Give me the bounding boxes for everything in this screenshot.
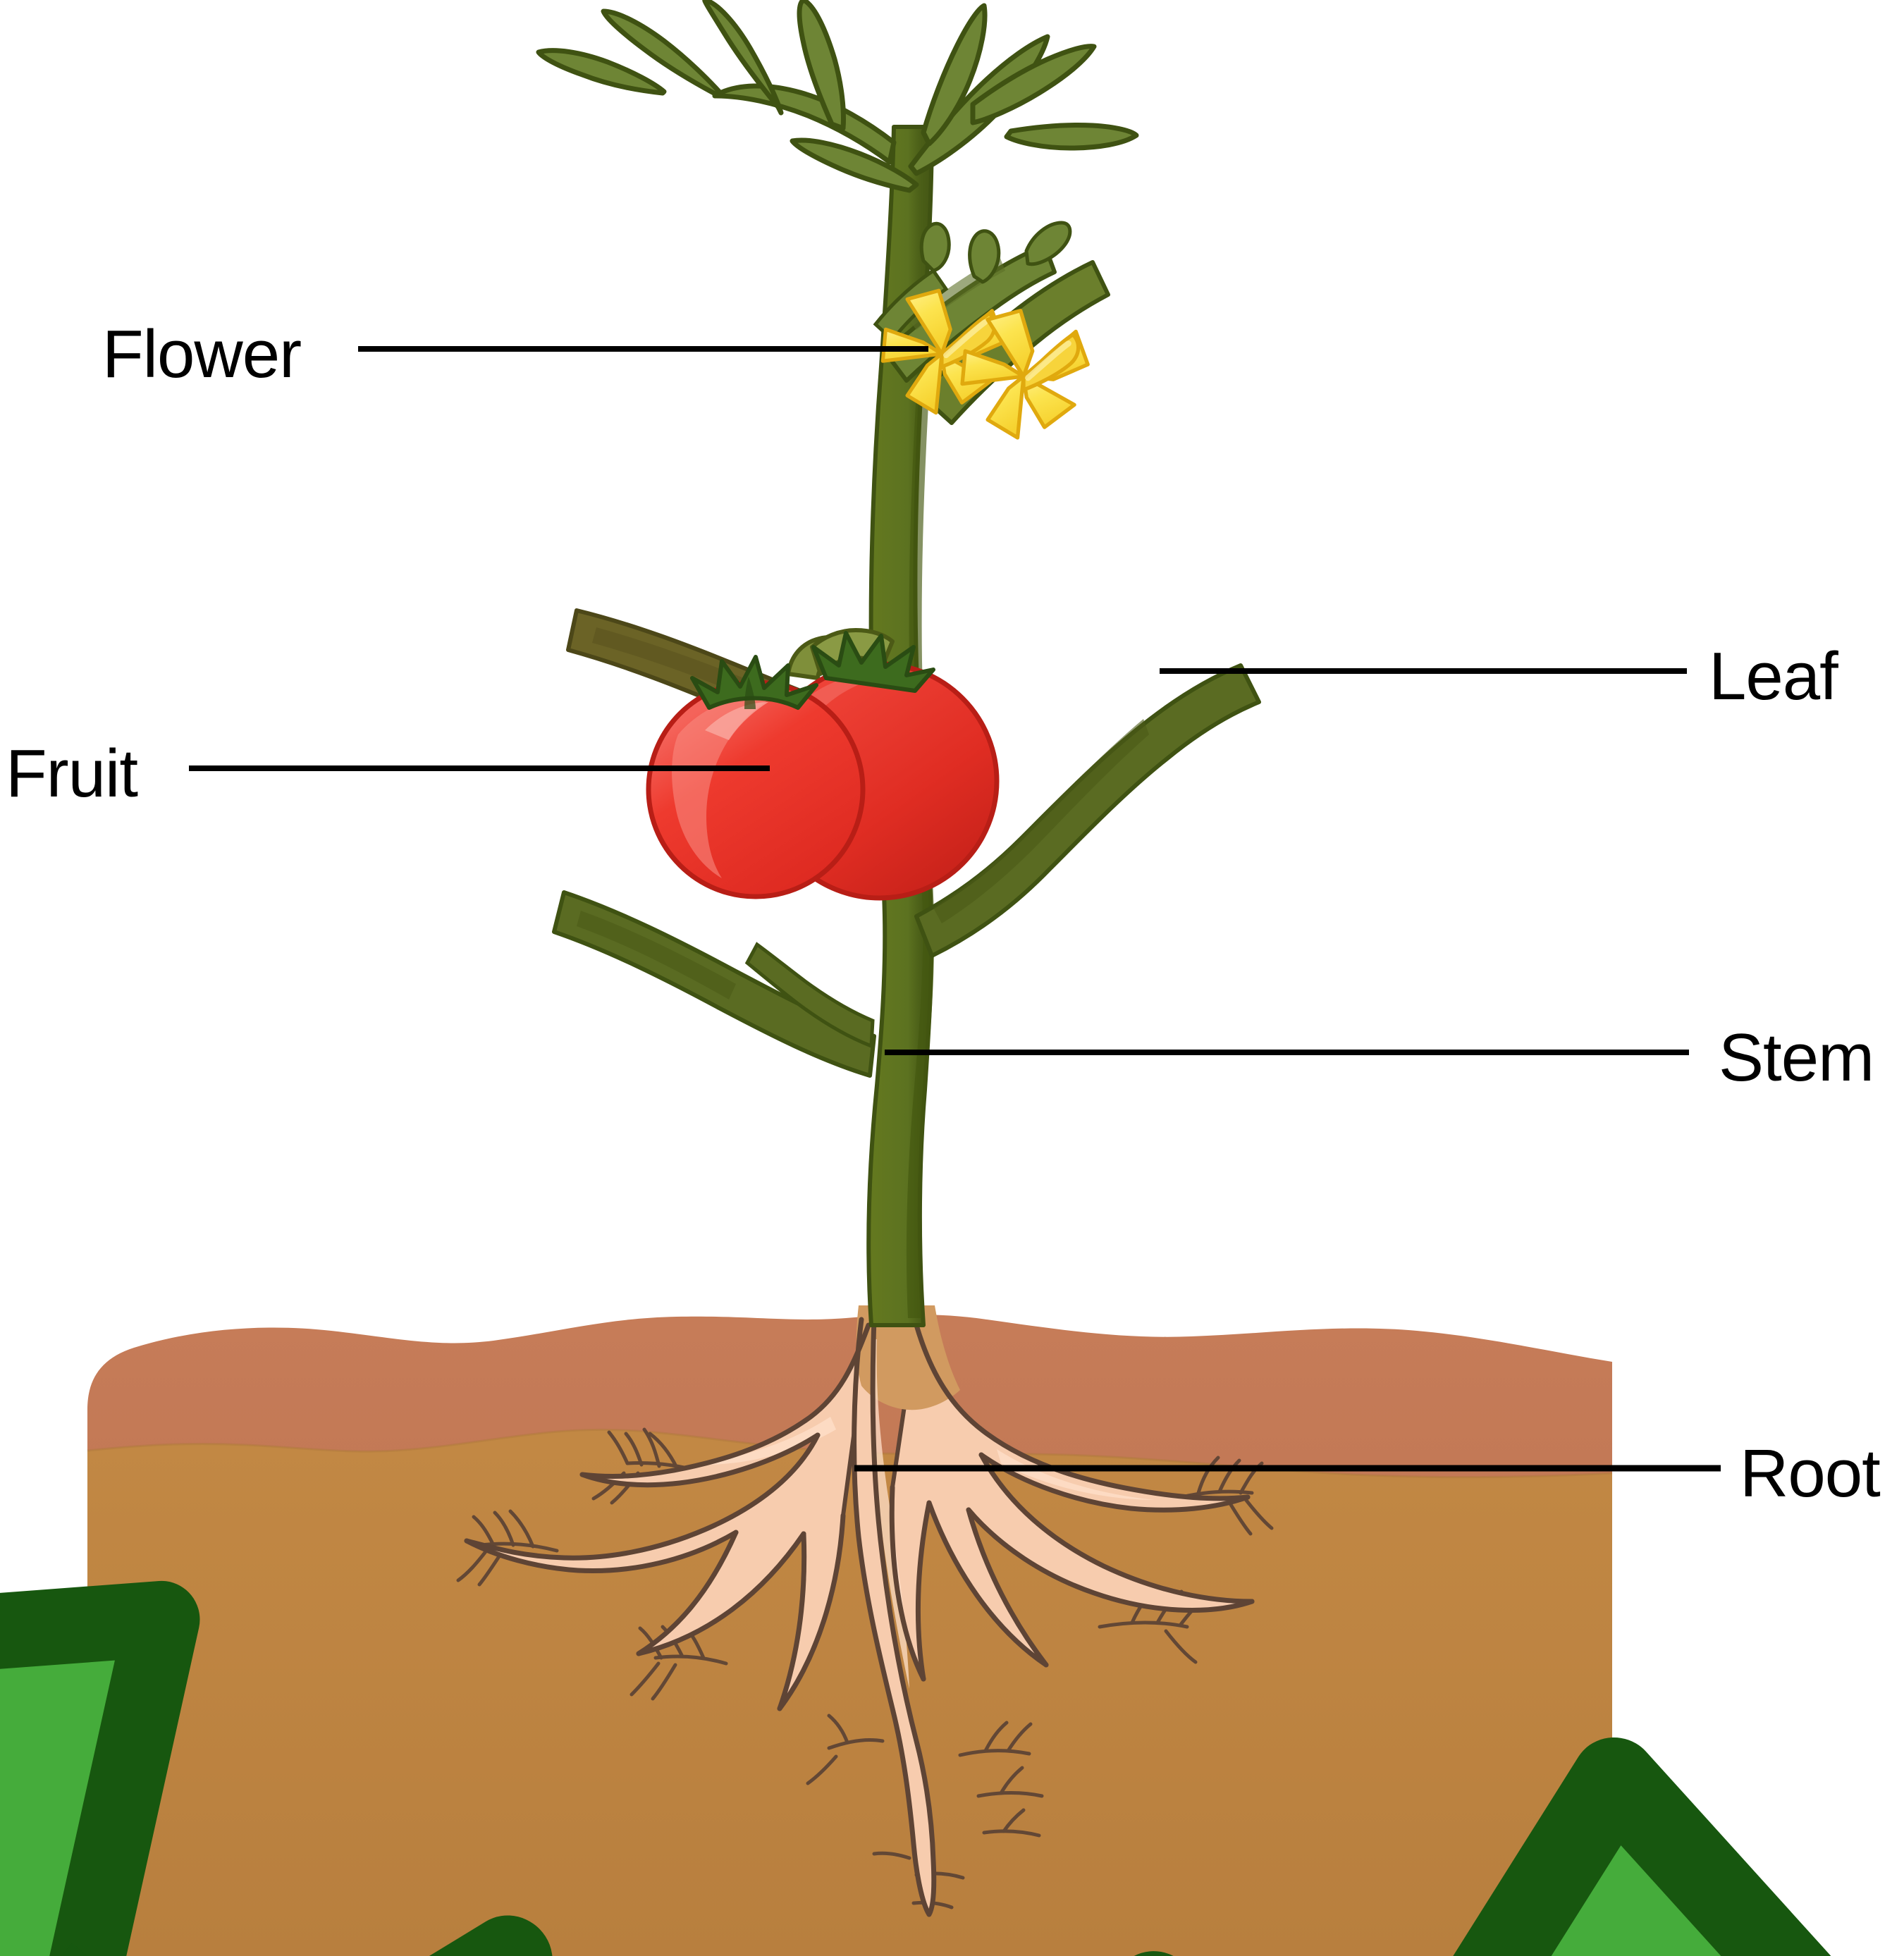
label-flower: Flower — [102, 316, 302, 392]
root-system — [456, 1305, 1274, 1917]
tomato-fruit-cluster — [646, 628, 1000, 901]
soil-layers — [87, 1315, 1613, 1956]
stem — [536, 0, 1261, 1327]
label-stem: Stem — [1719, 1020, 1874, 1095]
label-root: Root — [1740, 1436, 1881, 1511]
label-leaf: Leaf — [1709, 639, 1838, 714]
label-fruit: Fruit — [6, 736, 138, 811]
